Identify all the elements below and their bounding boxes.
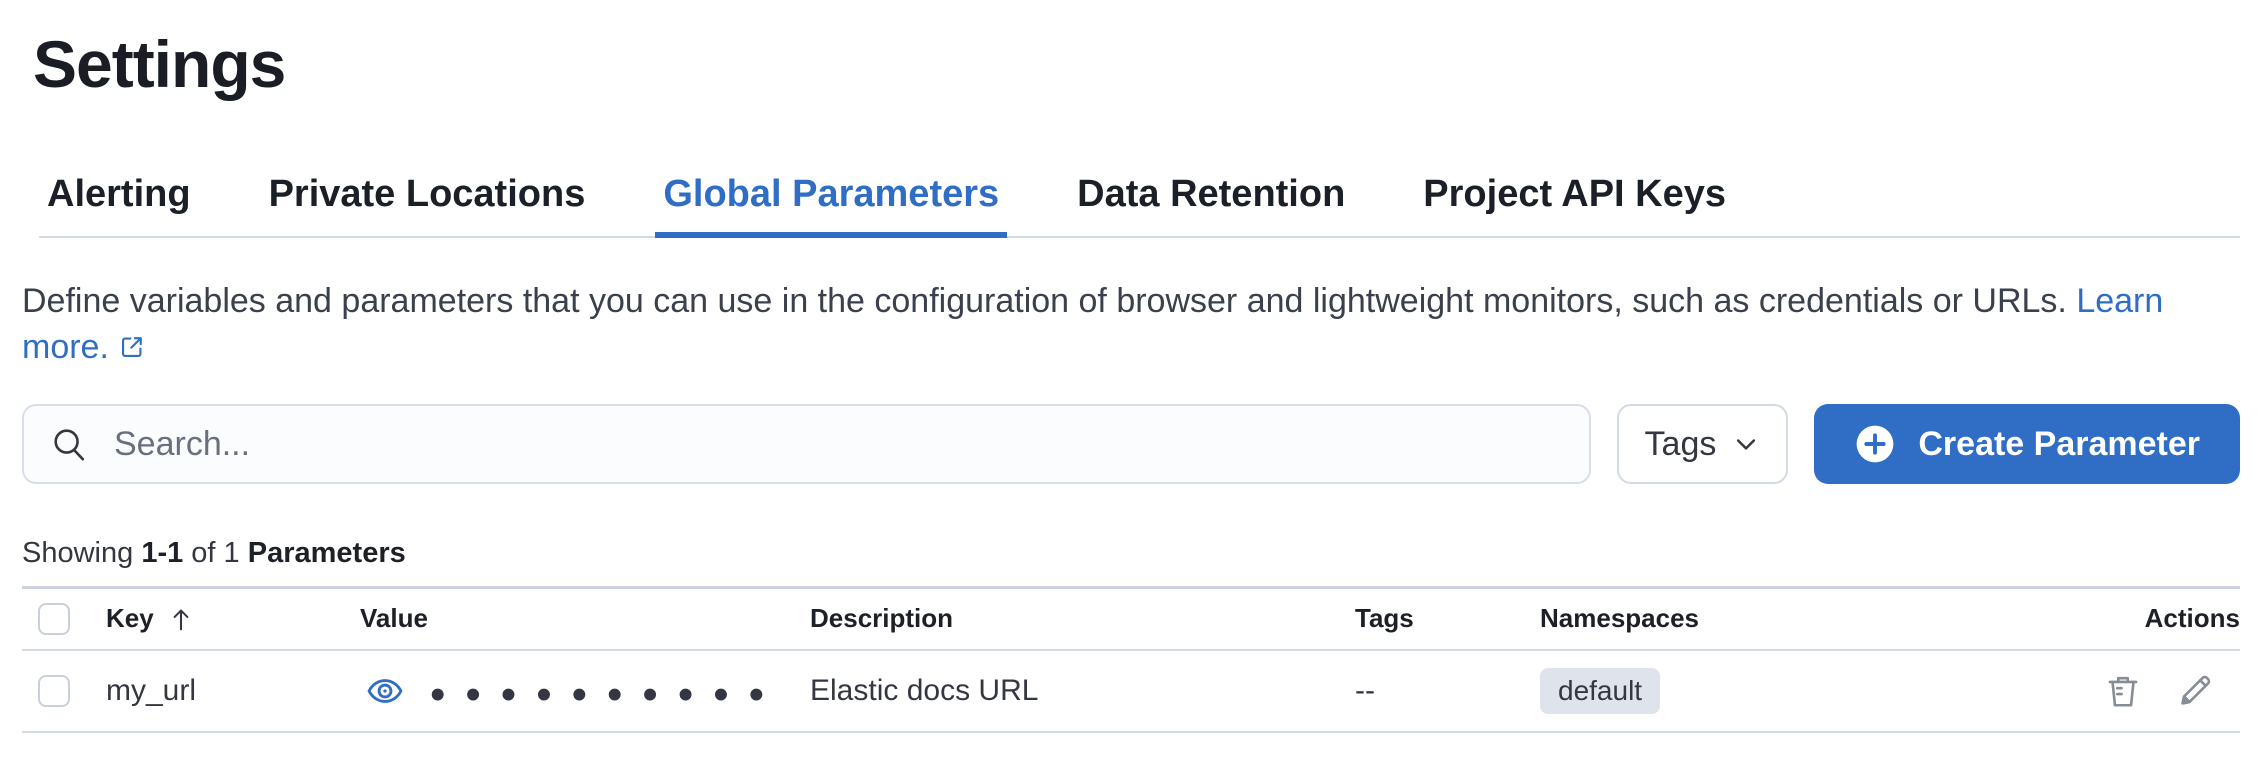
plus-in-circle-icon — [1854, 423, 1896, 465]
cell-value: •••••••••• — [360, 665, 810, 717]
cell-namespaces: default — [1540, 650, 2020, 732]
summary-range: 1-1 — [141, 537, 184, 569]
settings-page: Settings Alerting Private Locations Glob… — [0, 28, 2262, 782]
table-header-row: Key Value Description Tags Namespaces Ac… — [22, 587, 2240, 650]
edit-icon[interactable] — [2176, 672, 2214, 710]
create-parameter-button[interactable]: Create Parameter — [1814, 404, 2240, 484]
select-all-checkbox[interactable] — [38, 602, 70, 635]
column-header-tags[interactable]: Tags — [1355, 603, 1414, 634]
namespace-badge: default — [1540, 667, 1661, 714]
column-header-value[interactable]: Value — [360, 603, 428, 634]
column-header-actions: Actions — [2144, 603, 2240, 634]
summary-of: of — [191, 537, 216, 569]
table-row: my_url •••••••••• Elastic docs UR — [22, 650, 2240, 732]
description-text: Define variables and parameters that you… — [22, 282, 2067, 320]
column-header-namespaces[interactable]: Namespaces — [1540, 603, 1699, 634]
search-box[interactable] — [22, 404, 1591, 484]
sort-ascending-arrow-icon — [166, 604, 196, 634]
tags-filter-label: Tags — [1644, 424, 1717, 463]
learn-more-link[interactable]: Learn more. — [22, 282, 2163, 366]
search-input[interactable] — [114, 406, 1589, 482]
summary-total: 1 — [223, 537, 240, 569]
learn-more-label: Learn more. — [22, 282, 2164, 366]
masked-value: •••••••••• — [430, 669, 785, 717]
tags-filter-button[interactable]: Tags — [1616, 404, 1789, 484]
row-checkbox[interactable] — [38, 674, 70, 707]
parameters-table: Key Value Description Tags Namespaces Ac… — [22, 586, 2240, 733]
results-summary: Showing 1-1 of 1 Parameters — [22, 536, 2240, 570]
eye-icon[interactable] — [360, 672, 404, 710]
tab-data-retention[interactable]: Data Retention — [1077, 173, 1346, 215]
create-parameter-label: Create Parameter — [1918, 424, 2200, 463]
toolbar: Tags Create Parameter — [22, 404, 2240, 484]
page-description: Define variables and parameters that you… — [22, 278, 2240, 372]
page-title: Settings — [33, 27, 286, 101]
cell-tags: -- — [1355, 673, 1375, 707]
tab-global-parameters[interactable]: Global Parameters — [655, 172, 1008, 238]
chevron-down-icon — [1732, 430, 1760, 458]
column-header-key-label: Key — [106, 603, 154, 634]
column-header-description[interactable]: Description — [810, 603, 954, 634]
cell-description: Elastic docs URL — [810, 673, 1039, 707]
cell-key: my_url — [106, 673, 197, 707]
cell-actions — [2020, 672, 2240, 710]
external-link-icon — [119, 326, 145, 372]
search-icon — [50, 425, 88, 463]
tab-project-api-keys[interactable]: Project API Keys — [1423, 173, 1727, 215]
summary-entity: Parameters — [247, 537, 406, 569]
tab-bar: Alerting Private Locations Global Parame… — [39, 172, 2240, 238]
column-header-key[interactable]: Key — [106, 588, 360, 650]
tab-private-locations[interactable]: Private Locations — [268, 173, 586, 215]
summary-prefix: Showing — [22, 537, 134, 569]
delete-icon[interactable] — [2104, 672, 2142, 710]
tab-alerting[interactable]: Alerting — [47, 173, 191, 215]
